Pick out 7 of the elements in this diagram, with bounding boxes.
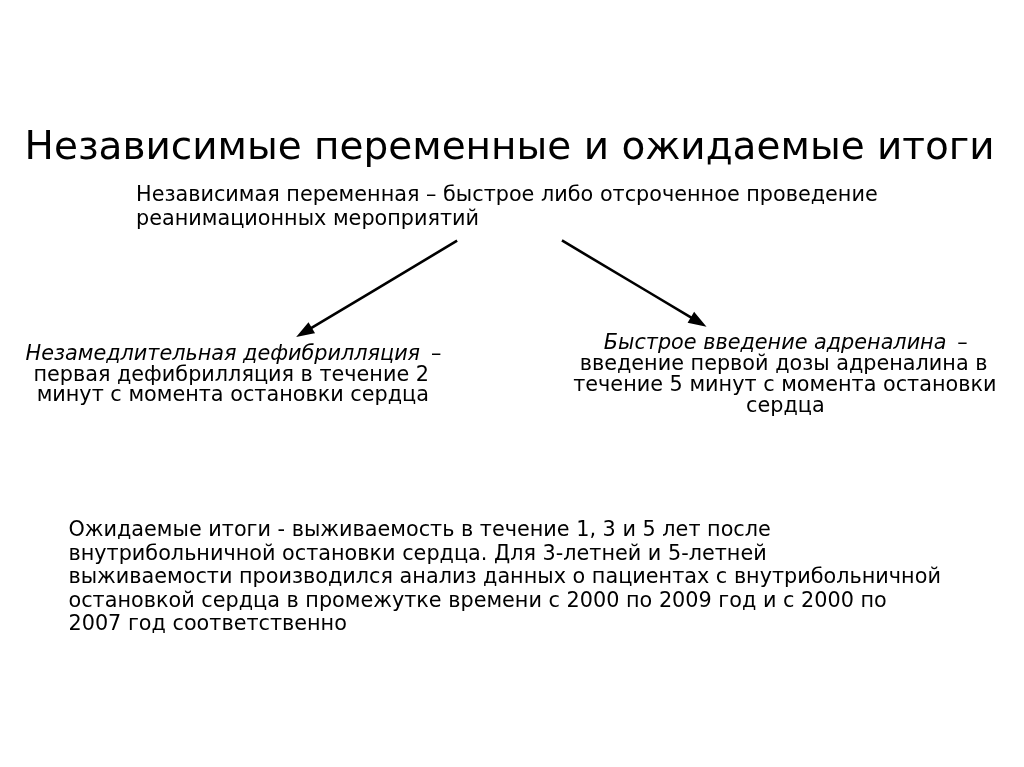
arrow [560,238,707,327]
node-text: Независимая переменная – быстрое либо отсроченное проведение реанимационных мероприятий [135,181,878,230]
arrow [295,239,458,337]
label: Ожидаемые итоги - выживаемость в течение 1, 3 и 5 лет после внутрибольничной остановки сердца. Для 3-летней и 5-летней выживаемости производился анализ данных о пациентах с внутрибольничной остановкой сердца в промежутке времени с 2000 по 2009 год и с 2000 по 2007 год соответственно [67,516,941,635]
diagram-title: Независимые переменные и ожидаемые итоги [24,122,995,168]
node-text: Незамедлительная дефибрилляция – первая дефибрилляция в течение 2 минут с момента остановки сердца [25,340,441,406]
node-text: Быстрое введение адреналина – введение первой дозы адреналина в течение 5 минут с момента остановки сердца [572,329,996,417]
